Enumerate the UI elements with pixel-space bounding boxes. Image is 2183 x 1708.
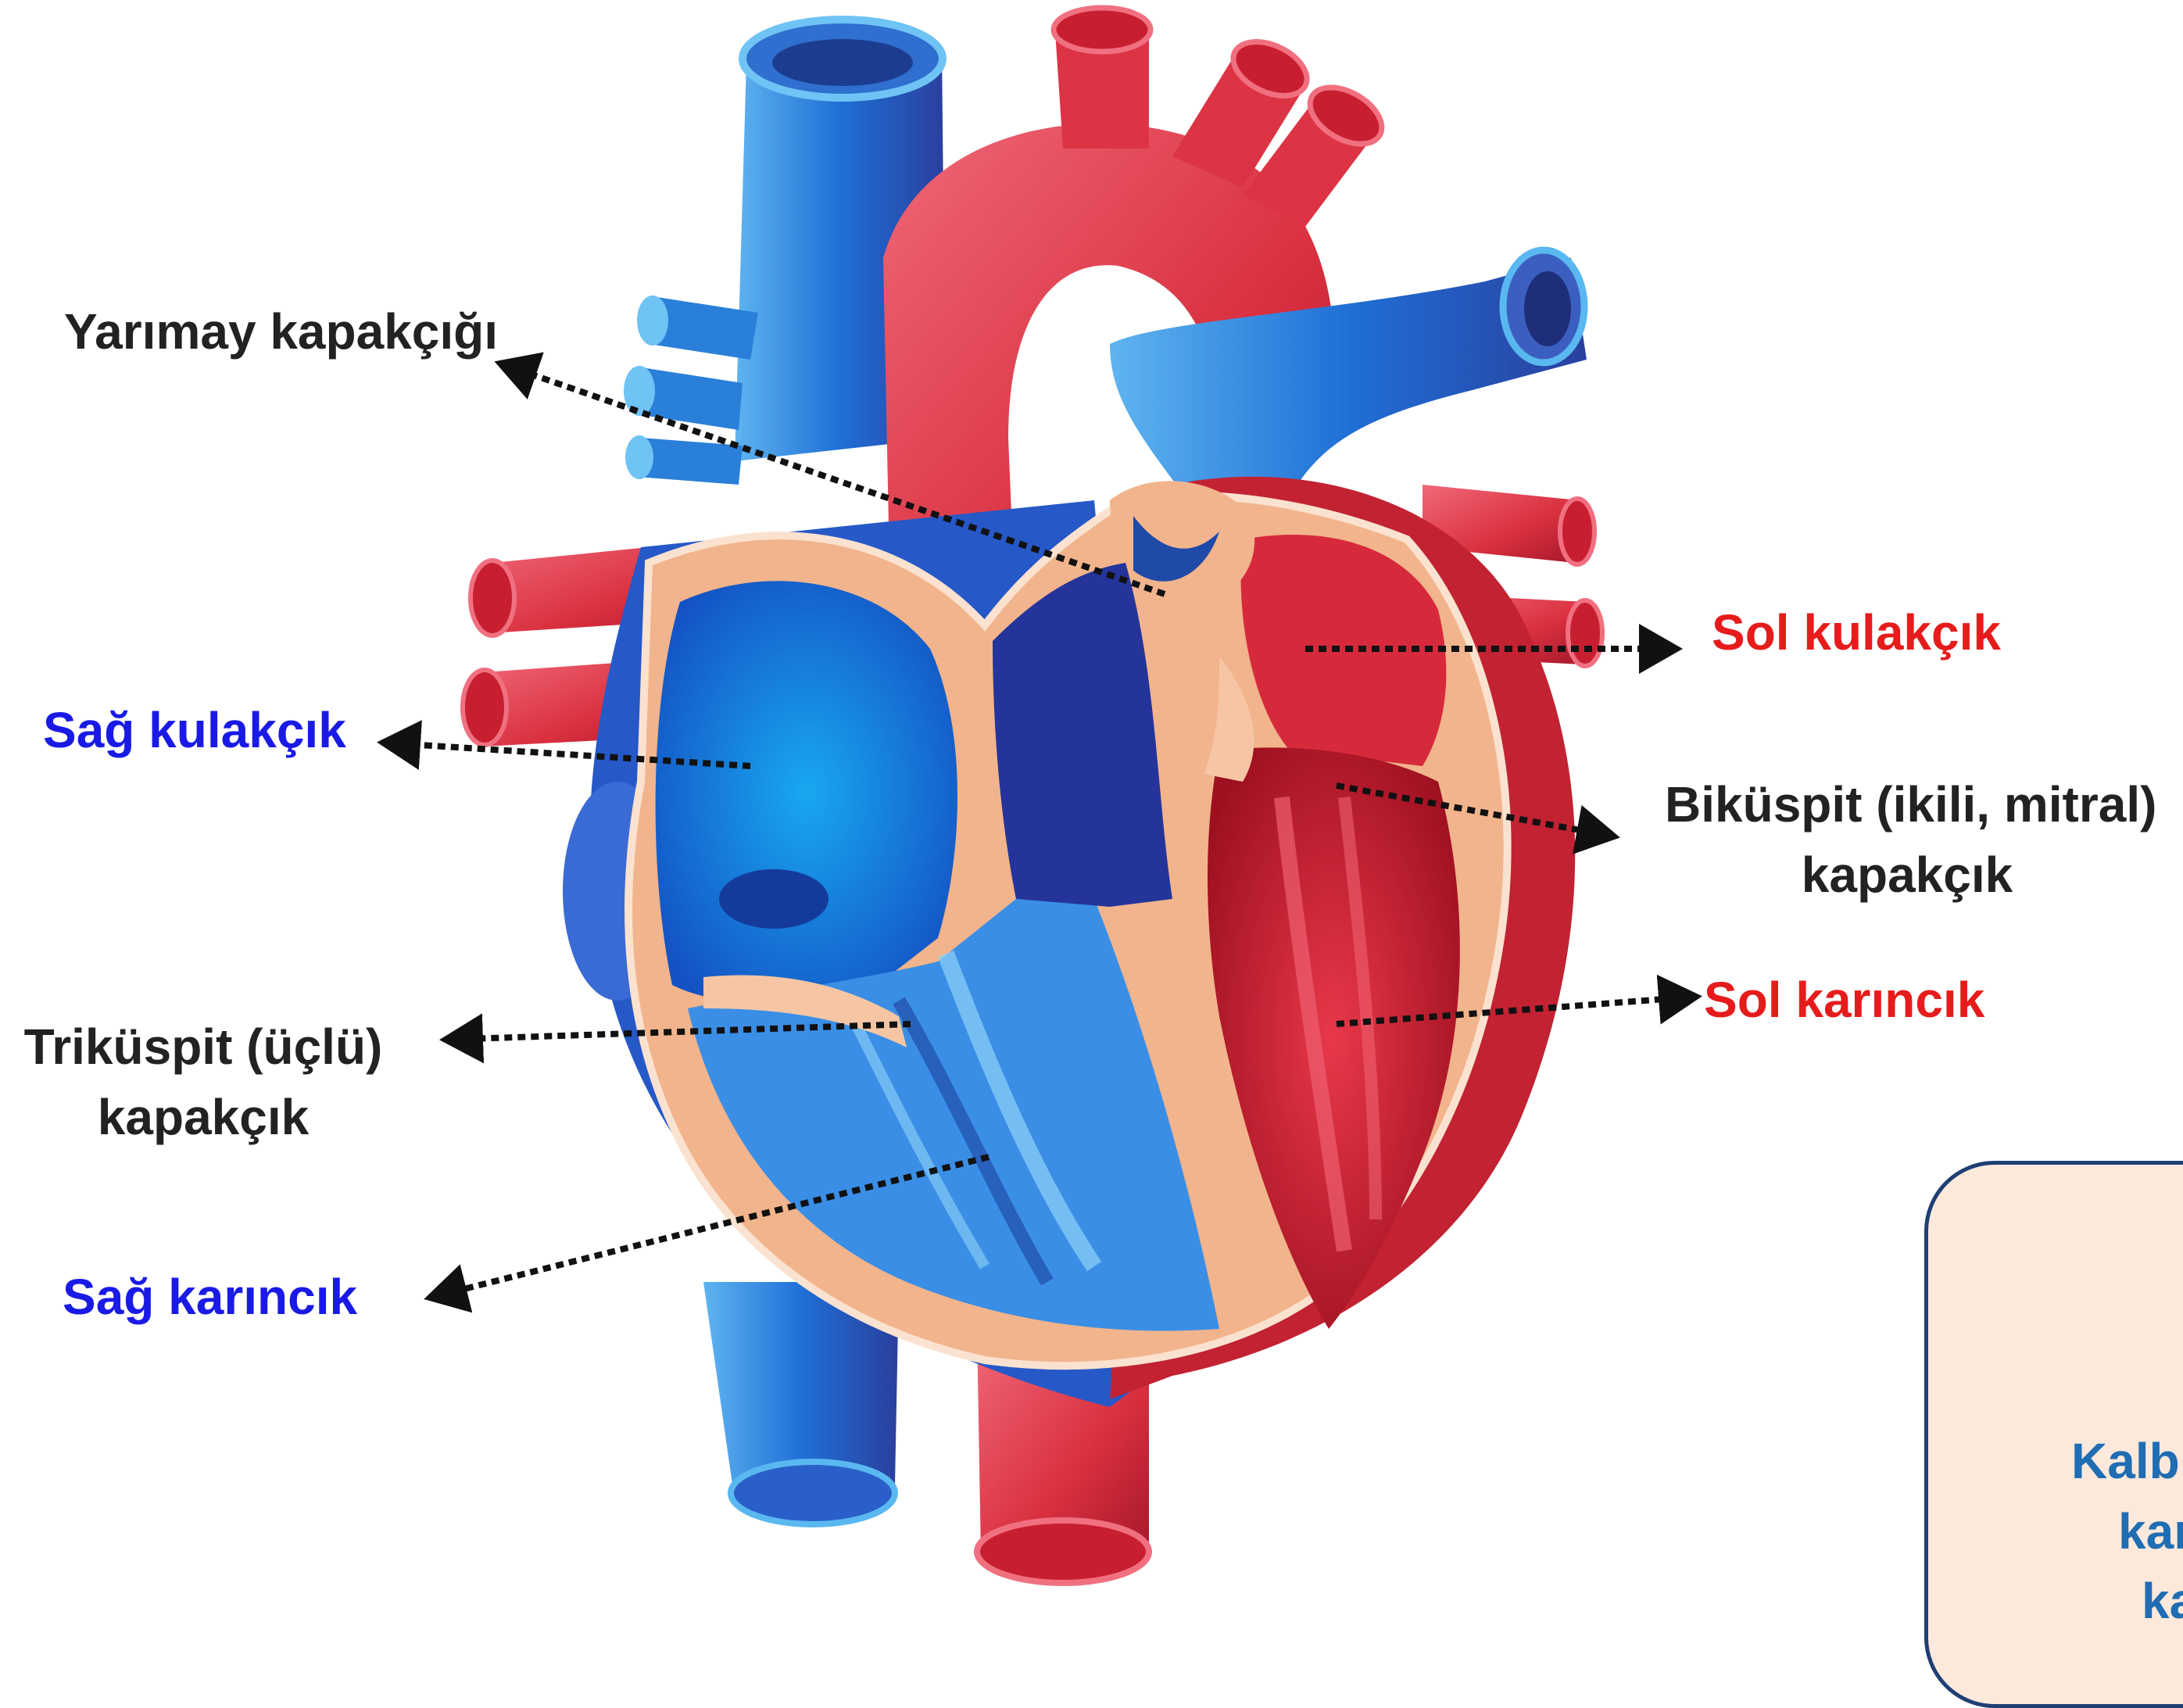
label-left-atrium: Sol kulakçık [1712,598,2001,668]
label-bicuspid-line2: kapakçık [1665,840,2149,911]
label-left-ventricle: Sol karıncık [1704,965,1984,1036]
label-tricuspid-line2: kapakçık [8,1083,399,1153]
label-right-atrium: Sağ kulakçık [43,696,346,766]
note-line3: ka [2032,1567,2183,1637]
label-tricuspid-line1: Triküspit (üçlü) [8,1012,399,1083]
label-bicuspid-valve: Biküspit (ikili, mitral) kapakçık [1665,770,2149,910]
label-tricuspid-valve: Triküspit (üçlü) kapakçık [8,1012,399,1152]
heart-body [563,477,1575,1407]
right-pulmonary-veins [624,295,758,485]
note-line1: Kalbi [2032,1427,2183,1497]
label-bicuspid-line1: Biküspit (ikili, mitral) [1665,770,2149,840]
note-line2: kan [2032,1497,2183,1567]
note-text: Kalbikanka [2032,1427,2183,1637]
label-right-ventricle: Sağ karıncık [63,1262,357,1333]
label-semilunar-valve: Yarımay kapakçığı [64,297,498,367]
